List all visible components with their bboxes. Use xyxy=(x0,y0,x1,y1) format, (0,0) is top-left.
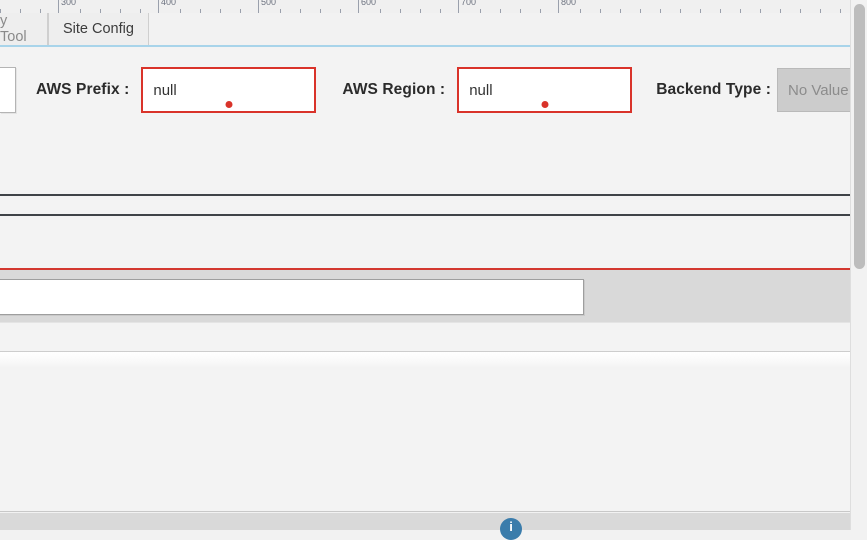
clipped-input[interactable] xyxy=(0,67,16,113)
ruler-tick-minor xyxy=(660,9,661,13)
tab-site-config[interactable]: Site Config xyxy=(48,13,149,45)
tab-bar: y Tool Site Config xyxy=(0,13,867,47)
ruler-tick-minor xyxy=(720,9,721,13)
info-circle-icon[interactable]: i xyxy=(500,518,522,540)
aws-region-error-dot-icon xyxy=(541,101,549,108)
ruler-tick-major xyxy=(458,0,459,13)
ruler-tick-minor xyxy=(620,9,621,13)
ruler-tick-minor xyxy=(280,9,281,13)
aws-region-label: AWS Region : xyxy=(342,81,446,98)
ruler-label: 800 xyxy=(561,0,577,7)
toolbar-panel xyxy=(0,322,867,352)
info-circle-glyph: i xyxy=(509,519,513,534)
ruler-tick-minor xyxy=(440,9,441,13)
ruler-tick-minor xyxy=(400,9,401,13)
ruler-label: 500 xyxy=(261,0,277,7)
status-bar xyxy=(0,513,867,530)
divider-band xyxy=(0,196,867,214)
ruler-tick-minor xyxy=(800,9,801,13)
search-input[interactable] xyxy=(0,279,584,315)
ruler-tick-minor xyxy=(680,9,681,13)
aws-prefix-label: AWS Prefix : xyxy=(36,81,130,98)
ruler-tick-minor xyxy=(480,9,481,13)
tab-site-config-label: Site Config xyxy=(63,21,134,37)
ruler-tick-minor xyxy=(740,9,741,13)
tab-bar-filler xyxy=(148,13,867,45)
ruler-tick-minor xyxy=(580,9,581,13)
ruler-tick-minor xyxy=(180,9,181,13)
ruler-tick-minor xyxy=(380,9,381,13)
ruler-tick-minor xyxy=(780,9,781,13)
section-band xyxy=(0,216,867,268)
ruler-tick-minor xyxy=(820,9,821,13)
vertical-scrollbar-thumb[interactable] xyxy=(854,4,865,269)
ruler-tick-minor xyxy=(500,9,501,13)
aws-region-input[interactable]: null xyxy=(457,67,633,113)
content-panel xyxy=(0,352,867,512)
ruler-tick-major xyxy=(58,0,59,13)
ruler-tick-major xyxy=(358,0,359,13)
aws-prefix-value: null xyxy=(153,81,177,99)
tab-deploy-tool[interactable]: y Tool xyxy=(0,13,48,45)
ruler-tick-minor xyxy=(340,9,341,13)
horizontal-ruler: 300 400 500 600 700 800 xyxy=(0,0,867,14)
ruler-tick-minor xyxy=(600,9,601,13)
ruler-label: 400 xyxy=(161,0,177,7)
field-group-aws-region: AWS Region : null xyxy=(342,62,633,118)
field-group-aws-prefix: AWS Prefix : null xyxy=(36,62,317,118)
divider-line-top xyxy=(0,194,867,196)
ruler-tick-minor xyxy=(220,9,221,13)
tab-deploy-tool-label: y Tool xyxy=(0,13,27,45)
ruler-label: 700 xyxy=(461,0,477,7)
divider-line-error xyxy=(0,268,867,270)
field-group-backend-type: Backend Type : No Value xyxy=(656,62,867,118)
ruler-tick-major xyxy=(258,0,259,13)
ruler-tick-minor xyxy=(200,9,201,13)
ruler-tick-minor xyxy=(300,9,301,13)
ruler-tick-minor xyxy=(240,9,241,13)
ruler-tick-minor xyxy=(20,9,21,13)
ruler-tick-minor xyxy=(100,9,101,13)
ruler-tick-minor xyxy=(120,9,121,13)
aws-region-value: null xyxy=(469,81,493,99)
aws-prefix-input[interactable]: null xyxy=(141,67,317,113)
backend-type-value: No Value xyxy=(788,81,849,99)
ruler-tick-minor xyxy=(0,9,1,13)
ruler-tick-minor xyxy=(40,9,41,13)
aws-prefix-error-dot-icon xyxy=(225,101,233,108)
ruler-label: 600 xyxy=(361,0,377,7)
ruler-tick-minor xyxy=(80,9,81,13)
divider-line-second xyxy=(0,214,867,216)
ruler-tick-minor xyxy=(700,9,701,13)
ruler-tick-major xyxy=(158,0,159,13)
ruler-tick-minor xyxy=(420,9,421,13)
ruler-tick-minor xyxy=(540,9,541,13)
ruler-tick-minor xyxy=(140,9,141,13)
backend-type-label: Backend Type : xyxy=(656,81,771,98)
ruler-tick-minor xyxy=(320,9,321,13)
vertical-scrollbar[interactable] xyxy=(850,0,867,530)
ruler-tick-minor xyxy=(760,9,761,13)
ruler-tick-minor xyxy=(640,9,641,13)
ruler-tick-minor xyxy=(840,9,841,13)
ruler-tick-major xyxy=(558,0,559,13)
form-row-aws-settings: AWS Prefix : null AWS Region : null Back… xyxy=(0,62,867,118)
ruler-tick-minor xyxy=(520,9,521,13)
field-group-clipped xyxy=(0,62,16,118)
ruler-label: 300 xyxy=(61,0,77,7)
